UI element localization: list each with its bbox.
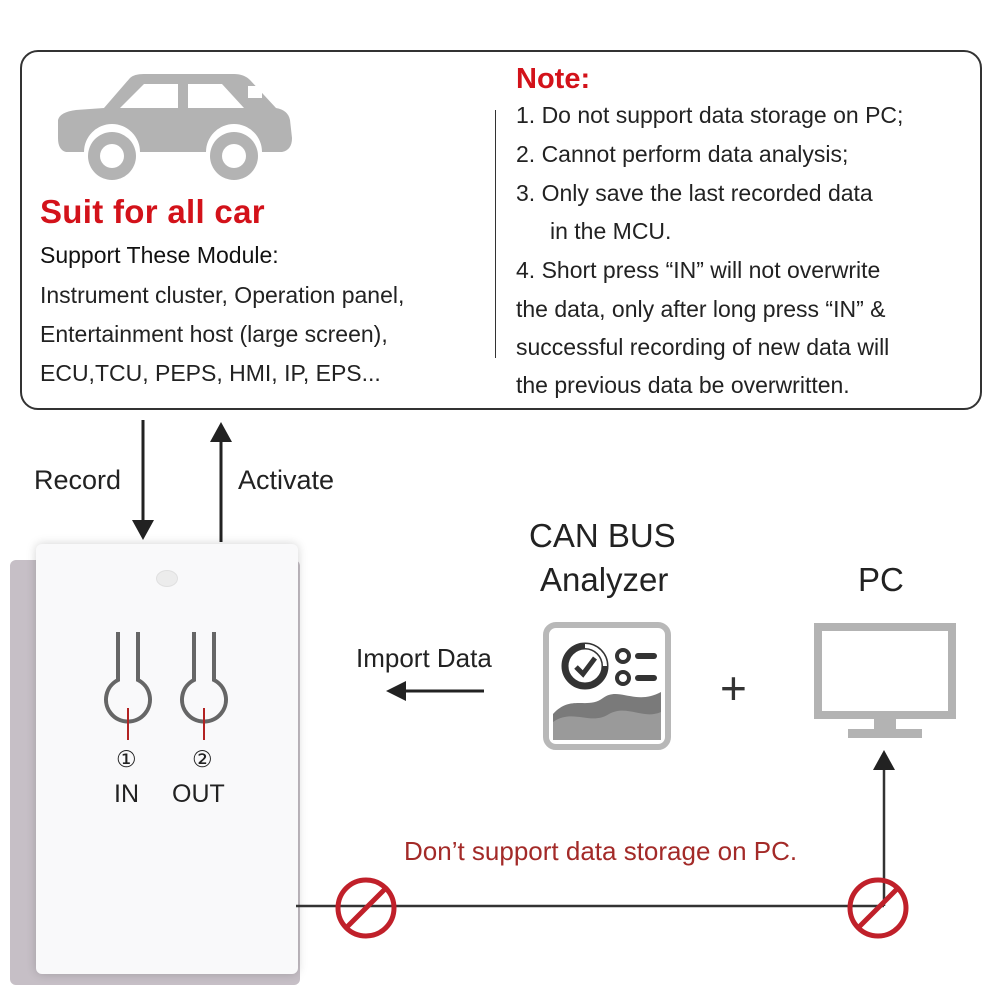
car-icon [48, 68, 298, 188]
no-entry-icon [334, 876, 398, 940]
activate-label: Activate [238, 465, 335, 495]
recorder-device [36, 544, 298, 974]
import-data-label: Import Data [356, 643, 492, 673]
in-port[interactable] [96, 628, 160, 740]
pc-label: PC [858, 561, 904, 598]
module-line: Entertainment host (large screen), [40, 321, 388, 347]
analyzer-label-line1: CAN BUS [529, 517, 676, 554]
out-port-number: ② [192, 746, 213, 772]
record-arrow [128, 420, 158, 542]
panel-divider [495, 110, 496, 358]
device-hang-hole [156, 570, 178, 587]
analyzer-label-line2: Analyzer [540, 561, 669, 598]
record-label: Record [34, 465, 122, 495]
in-port-label: IN [114, 780, 139, 808]
no-entry-icon [846, 876, 910, 940]
module-line: ECU,TCU, PEPS, HMI, IP, EPS... [40, 360, 381, 386]
note-line: 2. Cannot perform data analysis; [516, 141, 849, 167]
out-port[interactable] [172, 628, 236, 740]
monitor-icon [814, 622, 956, 742]
note-line: the previous data be overwritten. [516, 372, 850, 398]
note-title: Note: [516, 63, 591, 95]
warning-text: Don’t support data storage on PC. [404, 836, 798, 866]
module-line: Instrument cluster, Operation panel, [40, 282, 405, 308]
support-heading: Support These Module: [40, 242, 279, 268]
out-port-label: OUT [172, 780, 225, 808]
activate-arrow [206, 420, 236, 542]
note-line: in the MCU. [550, 218, 672, 244]
in-port-number: ① [116, 746, 137, 772]
note-line: 4. Short press “IN” will not overwrite [516, 257, 881, 283]
dashboard-chart-icon [543, 622, 671, 750]
suit-title: Suit for all car [40, 193, 265, 230]
note-line: 1. Do not support data storage on PC; [516, 102, 904, 128]
note-line: the data, only after long press “IN” & [516, 296, 886, 322]
plus-sign: + [720, 662, 747, 714]
note-line: successful recording of new data will [516, 334, 890, 360]
import-arrow [386, 678, 486, 704]
note-line: 3. Only save the last recorded data [516, 180, 873, 206]
